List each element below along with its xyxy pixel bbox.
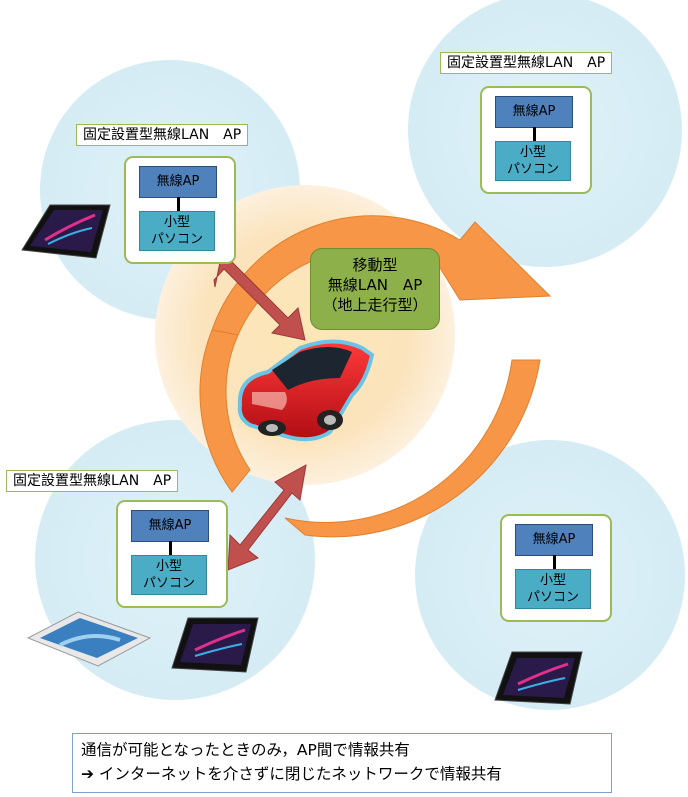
- wireless-ap-box: 無線AP: [139, 166, 217, 198]
- station-bottom-left: 無線AP 小型 パソコン: [116, 500, 228, 608]
- fixed-ap-label-bottom-left: 固定設置型無線LAN AP: [6, 470, 179, 492]
- tablet-bottom-right: [494, 651, 583, 705]
- tablet-top-left: [21, 204, 111, 259]
- pc-label-line1: 小型: [163, 215, 190, 230]
- small-pc-box: 小型 パソコン: [131, 555, 207, 595]
- mobile-ap-line1: 移動型: [352, 256, 398, 274]
- mobile-ap-line2: 無線LAN AP: [327, 276, 423, 294]
- summary-box: 通信が可能となったときのみ，AP間で情報共有 ➔ インターネットを介さずに閉じた…: [72, 733, 612, 793]
- mobile-ap-box: 移動型 無線LAN AP （地上走行型）: [310, 248, 440, 330]
- connector-line: [169, 541, 172, 555]
- car-illustration: [237, 339, 375, 442]
- tablet-bottom-left: [171, 617, 259, 673]
- pc-label-line1: 小型: [155, 559, 182, 574]
- small-pc-box: 小型 パソコン: [515, 569, 591, 609]
- summary-line2: ➔ インターネットを介さずに閉じたネットワークで情報共有: [81, 765, 502, 783]
- connector-line: [553, 555, 556, 569]
- pc-label-line1: 小型: [539, 573, 566, 588]
- station-top-right: 無線AP 小型 パソコン: [480, 86, 592, 194]
- tablet-ipad-bottom-left: [26, 611, 152, 667]
- pc-label-line2: パソコン: [150, 232, 203, 247]
- cycle-arrow: [199, 215, 552, 538]
- wireless-ap-box: 無線AP: [495, 96, 573, 128]
- small-pc-box: 小型 パソコン: [495, 141, 571, 181]
- pc-label-line2: パソコン: [142, 576, 195, 591]
- fixed-ap-label-top-left: 固定設置型無線LAN AP: [76, 124, 249, 146]
- fixed-ap-label-top-right: 固定設置型無線LAN AP: [440, 52, 613, 74]
- small-pc-box: 小型 パソコン: [139, 211, 215, 251]
- link-arrow-lower: [227, 464, 307, 571]
- connector-line: [177, 197, 180, 211]
- pc-label-line1: 小型: [519, 145, 546, 160]
- connector-line: [533, 127, 536, 141]
- station-top-left: 無線AP 小型 パソコン: [124, 156, 236, 264]
- mobile-ap-line3: （地上走行型）: [322, 296, 428, 314]
- pc-label-line2: パソコン: [506, 162, 559, 177]
- summary-line1: 通信が可能となったときのみ，AP間で情報共有: [81, 741, 410, 759]
- wireless-ap-box: 無線AP: [131, 510, 209, 542]
- station-bottom-right: 無線AP 小型 パソコン: [500, 514, 612, 622]
- wireless-ap-box: 無線AP: [515, 524, 593, 556]
- pc-label-line2: パソコン: [526, 590, 579, 605]
